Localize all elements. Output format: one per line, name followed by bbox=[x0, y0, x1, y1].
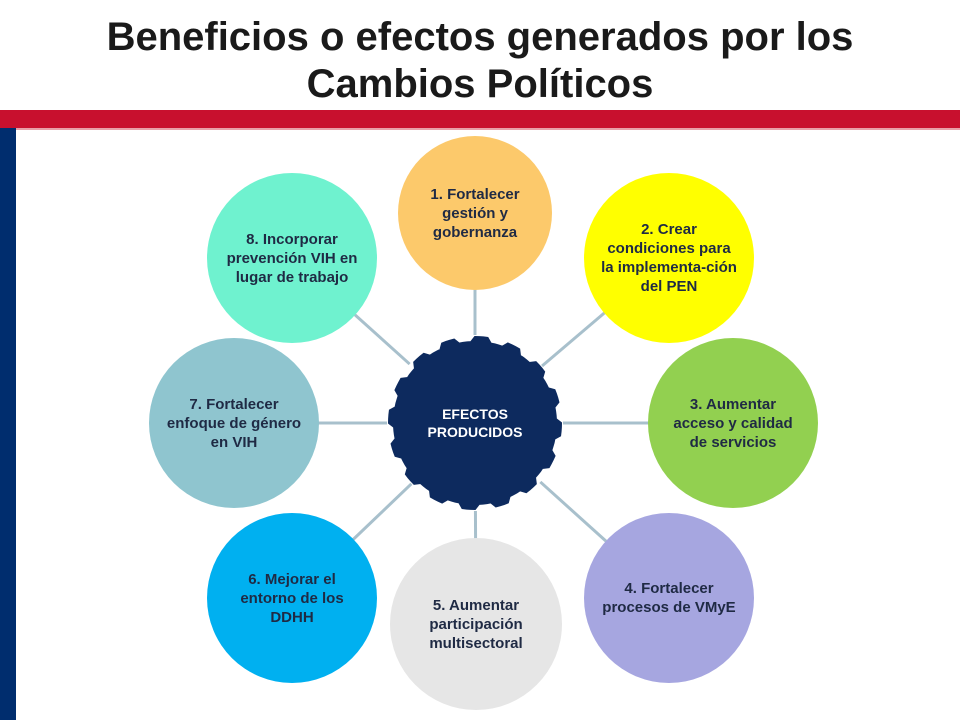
center-label: EFECTOS PRODUCIDOS bbox=[389, 337, 561, 509]
nodes bbox=[149, 136, 818, 710]
connector-2 bbox=[541, 310, 607, 368]
node-8-circle bbox=[207, 173, 377, 343]
node-3-circle bbox=[648, 338, 818, 508]
node-1-label: 1. Fortalecer gestión y gobernanza bbox=[430, 185, 520, 241]
center-label-line-1: EFECTOS bbox=[442, 406, 508, 422]
center-shape bbox=[387, 335, 563, 511]
node-2-circle bbox=[584, 173, 754, 343]
node-6-circle bbox=[207, 513, 377, 683]
connectors bbox=[317, 288, 650, 544]
slide-title-line-1: Beneficios o efectos generados por los bbox=[106, 15, 854, 59]
connector-8 bbox=[352, 312, 411, 366]
connector-4 bbox=[539, 480, 609, 544]
node-7-circle bbox=[149, 338, 319, 508]
connector-6 bbox=[350, 482, 413, 542]
node-3-label: 3. Aumentar acceso y calidad de servicio… bbox=[673, 395, 793, 451]
node-5-circle bbox=[390, 538, 562, 710]
header-red-bar bbox=[0, 110, 960, 128]
node-1-circle bbox=[398, 136, 552, 290]
node-8-label: 8. Incorporar prevención VIH en lugar de… bbox=[226, 230, 358, 286]
node-6-label: 6. Mejorar el entorno de los DDHH bbox=[240, 570, 344, 626]
slide-title: Beneficios o efectos generados por los C… bbox=[0, 14, 960, 108]
left-blue-bar bbox=[0, 128, 16, 720]
header-red-bar-underline bbox=[0, 128, 960, 130]
node-7-label: 7. Fortalecer enfoque de género en VIH bbox=[166, 395, 302, 451]
center-label-line-2: PRODUCIDOS bbox=[427, 424, 523, 440]
node-2-label: 2. Crear condiciones para la implementa-… bbox=[601, 221, 737, 295]
slide-title-line-2: Cambios Políticos bbox=[306, 62, 654, 106]
node-4-circle bbox=[584, 513, 754, 683]
node-4-label: 4. Fortalecer procesos de VMyE bbox=[602, 580, 736, 616]
node-5-label: 5. Aumentar participación multisectoral bbox=[429, 596, 523, 652]
